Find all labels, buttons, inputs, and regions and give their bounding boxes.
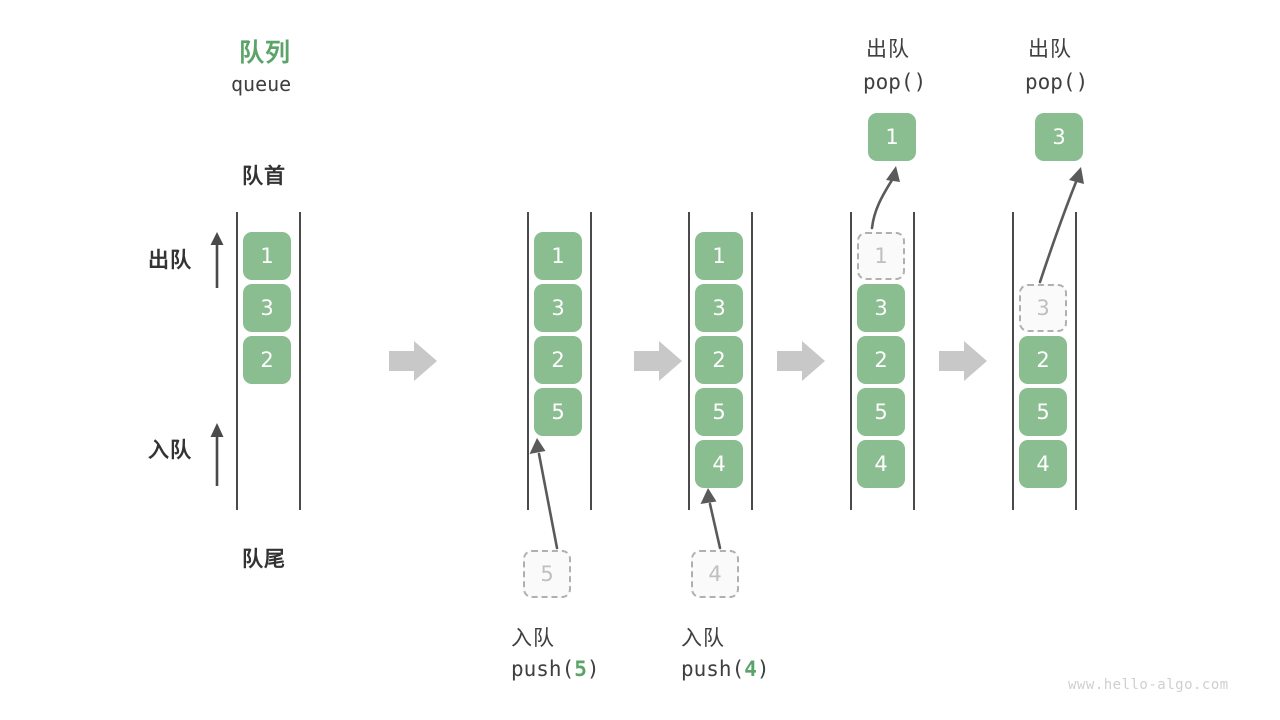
pop-operation-code: pop() [863,70,926,94]
rail-left [1012,212,1014,510]
queue-item: 1 [534,232,582,280]
queue-item: 4 [857,440,905,488]
rail-right [1075,212,1077,510]
push-code-value: 5 [574,657,587,681]
pop-code-prefix: pop( [1025,70,1076,94]
push-code-prefix: push( [681,657,745,681]
rail-left [236,212,238,510]
push-operation-code: push(5) [511,657,600,681]
enqueue-direction-arrow [210,423,224,486]
incoming-ghost-item: 5 [523,550,571,598]
popped-ghost-item: 3 [1019,284,1067,332]
rear-label: 队尾 [242,547,286,571]
pop-operation-cn: 出队 [1028,37,1072,61]
push-code-value: 4 [744,657,757,681]
push-code-suffix: ) [586,657,600,681]
dequeue-direction-arrow [210,232,224,288]
pop-arrow [870,166,900,230]
queue-item: 4 [1019,440,1067,488]
queue-item: 5 [1019,388,1067,436]
enqueue-direction-label: 入队 [148,438,192,462]
queue-item: 5 [534,388,582,436]
diagram-title-cn: 队列 [239,38,292,67]
push-operation-code: push(4) [681,657,770,681]
push-code-suffix: ) [756,657,770,681]
queue-item: 2 [1019,336,1067,384]
push-arrow [529,438,559,550]
rail-left [850,212,852,510]
dequeue-direction-label: 出队 [148,248,192,272]
queue-item: 3 [857,284,905,332]
rail-left [527,212,529,510]
queue-item: 3 [695,284,743,332]
queue-item: 1 [695,232,743,280]
diagram-title-en: queue [231,72,292,96]
popped-ghost-item: 1 [857,232,905,280]
queue-item: 2 [857,336,905,384]
queue-item: 4 [695,440,743,488]
queue-item: 2 [243,336,291,384]
queue-item: 2 [534,336,582,384]
incoming-ghost-item: 4 [691,550,739,598]
flow-arrow-icon [777,341,825,381]
flow-arrow-icon [634,341,682,381]
pop-code-prefix: pop( [863,70,914,94]
front-label: 队首 [242,164,286,188]
rail-right [590,212,592,510]
pop-operation-code: pop() [1025,70,1088,94]
push-operation-cn: 入队 [511,626,555,650]
rail-right [751,212,753,510]
pop-operation-cn: 出队 [866,37,910,61]
queue-item: 1 [243,232,291,280]
flow-arrow-icon [389,341,437,381]
push-arrow [700,488,722,550]
popped-item: 1 [868,113,916,161]
flow-arrow-icon [939,341,987,381]
queue-item: 5 [857,388,905,436]
rail-right [299,212,301,510]
pop-arrow [1038,167,1084,284]
queue-item: 2 [695,336,743,384]
queue-item: 3 [534,284,582,332]
pop-code-suffix: ) [913,70,927,94]
queue-item: 3 [243,284,291,332]
watermark: www.hello-algo.com [1068,677,1229,693]
queue-item: 5 [695,388,743,436]
push-operation-cn: 入队 [681,626,725,650]
rail-right [913,212,915,510]
rail-left [688,212,690,510]
popped-item: 3 [1035,113,1083,161]
pop-code-suffix: ) [1075,70,1089,94]
push-code-prefix: push( [511,657,575,681]
